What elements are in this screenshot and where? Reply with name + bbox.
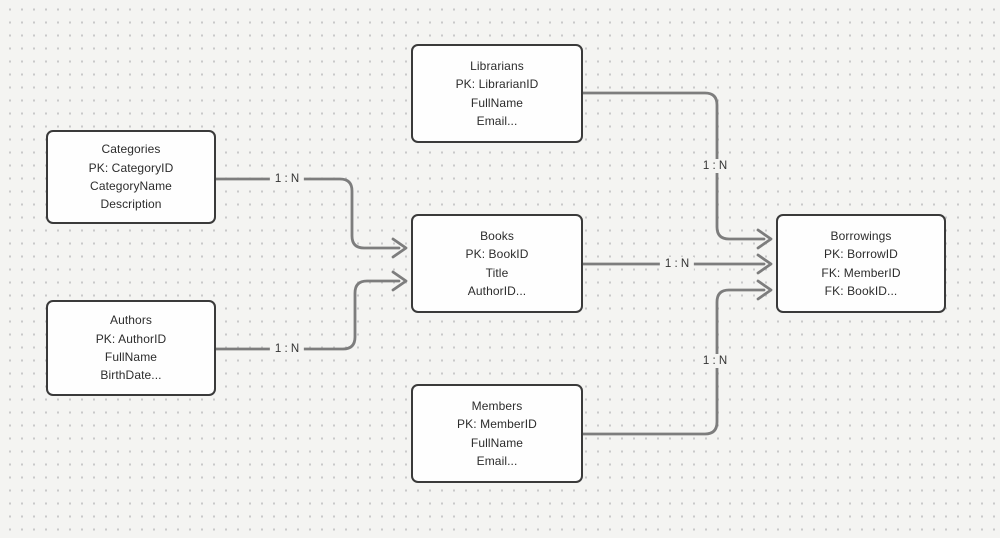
relationship-label-authors-books[interactable]: 1 : N (269, 342, 305, 356)
entity-title: Authors (109, 313, 153, 328)
entity-node-authors[interactable]: Authors PK: AuthorID FullName BirthDate.… (46, 300, 216, 396)
entity-node-borrowings[interactable]: Borrowings PK: BorrowID FK: MemberID FK:… (776, 214, 946, 313)
connector-members-borrowings[interactable] (581, 279, 773, 436)
connector-librarians-borrowings[interactable] (581, 91, 773, 250)
entity-attribute: FullName (470, 435, 524, 450)
entity-attribute: PK: MemberID (457, 417, 537, 432)
entity-attribute: FullName (104, 350, 158, 364)
entity-title: Librarians (470, 58, 524, 73)
entity-node-books[interactable]: Books PK: BookID Title AuthorID... (411, 214, 583, 313)
relationship-label-books-borrowings[interactable]: 1 : N (659, 257, 695, 271)
entity-attribute: AuthorID... (467, 283, 527, 298)
connector-categories-books[interactable] (214, 177, 408, 259)
entity-attribute: Description (100, 197, 162, 212)
connector-line[interactable] (214, 177, 401, 250)
entity-attribute: Email... (476, 453, 518, 468)
entity-node-librarians[interactable]: Librarians PK: LibrarianID FullName Emai… (411, 44, 583, 143)
arrowhead-icon (391, 237, 408, 259)
entity-attribute: Email... (476, 113, 518, 128)
entity-attribute: FK: MemberID (821, 265, 901, 280)
entity-title: Borrowings (830, 228, 892, 243)
entity-attribute: CategoryName (90, 179, 172, 193)
entity-title: Books (480, 228, 514, 243)
arrowhead-icon (756, 253, 773, 275)
entity-attribute: PK: LibrarianID (455, 77, 539, 92)
entity-attribute: FK: BookID... (824, 283, 898, 298)
entity-title: Members (471, 398, 523, 413)
entity-attribute: PK: CategoryID (88, 160, 174, 175)
arrowhead-icon (756, 228, 773, 250)
relationship-label-categories-books[interactable]: 1 : N (269, 172, 305, 186)
arrowhead-icon (391, 270, 408, 292)
arrowhead-icon (756, 279, 773, 301)
connector-line[interactable] (581, 91, 766, 241)
entity-node-members[interactable]: Members PK: MemberID FullName Email... (411, 384, 583, 483)
relationship-label-librarians-borrowings[interactable]: 1 : N (697, 159, 733, 173)
connector-line[interactable] (581, 288, 766, 436)
entity-attribute: PK: AuthorID (95, 331, 167, 346)
entity-attribute: FullName (470, 95, 524, 110)
relationship-label-members-borrowings[interactable]: 1 : N (697, 354, 733, 368)
entity-attribute: BirthDate... (100, 368, 162, 383)
entity-title: Categories (101, 142, 161, 157)
connector-line[interactable] (214, 279, 401, 351)
entity-attribute: PK: BorrowID (824, 247, 898, 262)
entity-node-categories[interactable]: Categories PK: CategoryID CategoryName D… (46, 130, 216, 224)
connector-authors-books[interactable] (214, 270, 408, 351)
entity-attribute: Title (485, 265, 509, 280)
entity-attribute: PK: BookID (465, 247, 529, 262)
